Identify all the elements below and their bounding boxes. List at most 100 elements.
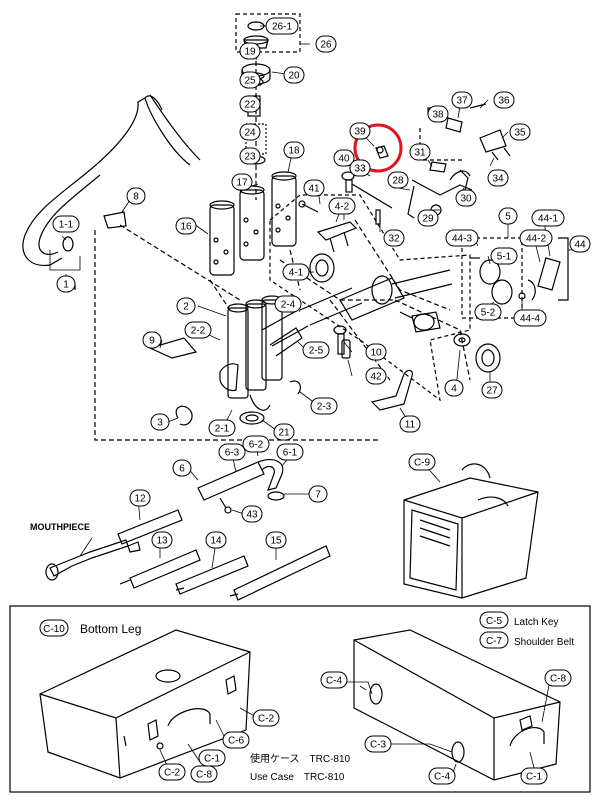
- callout-part-26-1-label: 26-1: [272, 22, 292, 33]
- callout-part-2-4: 2-4: [274, 295, 302, 313]
- callout-part-14-label: 14: [210, 536, 222, 547]
- callout-part-6-3: 6-3: [218, 443, 246, 461]
- callout-part-44-2-label: 44-2: [526, 234, 546, 245]
- callout-case-left-C-6-1: C-6: [222, 731, 250, 749]
- mouthpiece: [45, 539, 129, 581]
- case-panel-frame: [9, 605, 591, 793]
- bracket-4-2: [316, 221, 358, 241]
- callout-part-22-label: 22: [244, 100, 256, 111]
- callout-part-23: 23: [239, 147, 261, 165]
- callout-part-6-3-label: 6-3: [225, 448, 240, 459]
- callout-part-2-3: 2-3: [310, 397, 338, 415]
- callout-case-right-C-4-3: C-4: [428, 767, 456, 785]
- callout-part-4: 4: [444, 379, 464, 397]
- callout-case-left-C-2-0-label: C-2: [258, 714, 275, 725]
- callout-part-29-label: 29: [422, 214, 434, 225]
- callout-part-23-label: 23: [244, 152, 256, 163]
- callout-case-left-C-6-1-label: C-6: [228, 736, 245, 747]
- callout-part-2-2-label: 2-2: [191, 326, 206, 337]
- callout-part-26-label: 26: [320, 40, 332, 51]
- callout-case-right-C-3-2-label: C-3: [370, 740, 387, 751]
- callout-part-5-1: 5-1: [490, 247, 518, 265]
- callout-part-4-2: 4-2: [328, 197, 356, 215]
- case-title-code: C-10: [43, 624, 65, 635]
- callout-part-39-label: 39: [354, 127, 366, 138]
- callout-case-right-C-3-2: C-3: [364, 735, 392, 753]
- crook-3: [175, 405, 193, 426]
- callout-part-2-label: 2: [183, 302, 189, 313]
- callout-case-left-C-1-2: C-1: [198, 749, 226, 767]
- callout-part-5-2-label: 5-2: [481, 308, 496, 319]
- callout-part-5-2: 5-2: [474, 303, 502, 321]
- callout-part-34: 34: [487, 169, 509, 187]
- callout-part-40-label: 40: [338, 154, 350, 165]
- brace-9: [148, 337, 198, 359]
- callout-part-18-label: 18: [288, 146, 300, 157]
- callout-part-40: 40: [333, 149, 355, 167]
- callout-part-21-label: 21: [278, 428, 290, 439]
- ring-27: [475, 343, 501, 373]
- callout-case-right-C-4-0-label: C-4: [326, 676, 343, 687]
- callout-part-44-4-label: 44-4: [520, 314, 540, 325]
- callout-part-1-label: 1: [63, 280, 69, 291]
- callout-part-24-label: 24: [244, 128, 256, 139]
- callout-part-17-label: 17: [236, 178, 248, 189]
- callout-part-C-9-label: C-9: [414, 458, 431, 469]
- callout-part-27-label: 27: [486, 386, 498, 397]
- callout-part-20-label: 20: [288, 71, 300, 82]
- callout-part-9-label: 9: [149, 336, 155, 347]
- case-legend: C-5 Latch Key C-7 Shoulder Belt: [479, 611, 574, 649]
- bell: [22, 94, 201, 266]
- callout-part-42: 42: [365, 367, 387, 385]
- callout-part-33-label: 33: [354, 164, 366, 175]
- callout-part-43-label: 43: [246, 510, 258, 521]
- callout-case-right-C-1-4-label: C-1: [526, 772, 543, 783]
- hard-case-right: [353, 629, 561, 781]
- callout-part-44-3-label: 44-3: [452, 234, 472, 245]
- callout-case-right-C-8-1-label: C-8: [550, 674, 567, 685]
- water-key-11: [370, 369, 413, 411]
- callout-part-31-label: 31: [414, 148, 426, 159]
- callout-part-43: 43: [241, 505, 263, 523]
- callout-part-1-1-label: 1-1: [59, 220, 74, 231]
- callout-part-12-label: 12: [134, 494, 146, 505]
- callout-part-32-label: 32: [388, 234, 400, 245]
- callout-part-2-5-label: 2-5: [309, 346, 324, 357]
- callout-case-left-C-2-3-label: C-2: [164, 768, 181, 779]
- callout-case-right-C-4-0: C-4: [320, 671, 348, 689]
- callout-part-6-label: 6: [179, 464, 185, 475]
- leader-lines: [49, 25, 574, 777]
- callout-part-2-1: 2-1: [208, 419, 236, 437]
- main-slide: [261, 269, 453, 347]
- callout-part-34-label: 34: [492, 174, 504, 185]
- callout-part-4-2-label: 4-2: [335, 202, 350, 213]
- callout-part-37: 37: [451, 91, 473, 109]
- callout-part-5: 5: [498, 207, 518, 225]
- callout-part-6-2-label: 6-2: [249, 440, 264, 451]
- callout-part-9: 9: [142, 331, 162, 349]
- callout-part-25: 25: [239, 71, 261, 89]
- callout-part-44-2: 44-2: [519, 229, 553, 247]
- highlight-circle: [353, 123, 403, 173]
- callout-part-20: 20: [283, 66, 305, 84]
- callout-part-4-1-label: 4-1: [289, 268, 304, 279]
- legend-code-1: C-5: [486, 616, 503, 627]
- case-panel-title: C-10 Bottom Leg: [39, 619, 141, 637]
- callout-part-38: 38: [427, 105, 449, 123]
- callout-part-41-label: 41: [308, 184, 320, 195]
- callout-part-26-1: 26-1: [265, 17, 299, 35]
- callout-part-C-9: C-9: [408, 453, 436, 471]
- callout-part-13: 13: [151, 531, 173, 549]
- callout-part-2-1-label: 2-1: [215, 424, 230, 435]
- callout-part-10: 10: [365, 343, 387, 361]
- slide-assembly-dashed: [269, 194, 471, 402]
- callout-part-13-label: 13: [156, 536, 168, 547]
- callout-part-28: 28: [387, 171, 409, 189]
- leadpipe: [197, 459, 285, 514]
- connection-lines: [74, 219, 471, 441]
- case-caption-en: Use Case TRC-810: [250, 772, 345, 783]
- callout-part-1: 1: [56, 275, 76, 293]
- callout-part-4-1: 4-1: [282, 263, 310, 281]
- callout-case-left-C-2-3: C-2: [158, 763, 186, 781]
